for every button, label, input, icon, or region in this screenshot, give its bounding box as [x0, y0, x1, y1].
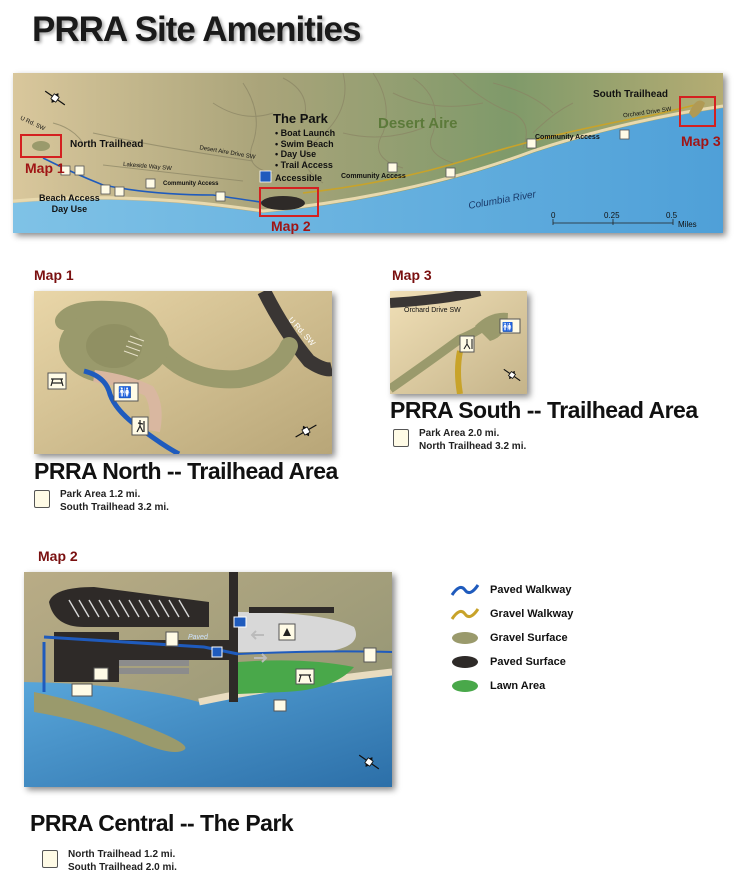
svg-text:🚻: 🚻 [118, 386, 132, 399]
map1-hiker-icon [34, 490, 50, 508]
map2-panel[interactable]: Paved [24, 572, 392, 787]
map2-distance-south: South Trailhead 2.0 mi. [68, 862, 177, 873]
campsite-icon [278, 623, 296, 641]
overview-map[interactable] [13, 73, 723, 233]
accessible-icon-2 [211, 646, 223, 658]
map3-tag: Map 3 [392, 267, 432, 283]
map3-distance-park: Park Area 2.0 mi. [419, 428, 500, 439]
map3-panel[interactable]: 🚻 Orchard Drive SW [390, 291, 527, 394]
hiker-icon [165, 631, 179, 647]
map1-distance-south: South Trailhead 3.2 mi. [60, 502, 169, 513]
map2-distance-north: North Trailhead 1.2 mi. [68, 849, 176, 860]
map3-distances: Park Area 2.0 mi. North Trailhead 3.2 mi… [419, 427, 526, 453]
compass-icon [503, 368, 521, 382]
compass-icon [295, 424, 317, 438]
page-title: PRRA Site Amenities [32, 10, 361, 49]
map2-paved-label: Paved [188, 634, 208, 641]
hiker-icon-east [363, 647, 377, 663]
compass-icon [358, 754, 380, 770]
hiker-icon [459, 335, 475, 353]
legend-paved-surface: Paved Surface [450, 653, 566, 671]
hiker-icon [131, 416, 149, 436]
swim-icon [273, 699, 287, 712]
legend-gravel-walkway: Gravel Walkway [450, 605, 573, 623]
gravel-surface-swatch [452, 632, 478, 644]
paved-surface-swatch [452, 656, 478, 668]
restroom-icon [71, 683, 93, 697]
compass-icon [44, 90, 66, 106]
map3-distance-north: North Trailhead 3.2 mi. [419, 441, 527, 452]
paved-walkway-swatch [450, 584, 480, 596]
legend-paved-walkway: Paved Walkway [450, 581, 572, 599]
legend-gravel-surface: Gravel Surface [450, 629, 568, 647]
lawn-area-swatch [452, 680, 478, 692]
picnic-icon-west [93, 667, 109, 681]
svg-text:🚻: 🚻 [502, 321, 513, 332]
map3-locator-box [679, 96, 716, 127]
map3-road-label: Orchard Drive SW [404, 307, 461, 314]
map2-title: PRRA Central -- The Park [30, 810, 294, 836]
restroom-icon: 🚻 [499, 318, 521, 334]
legend-lawn-area: Lawn Area [450, 677, 545, 695]
map2-locator-box [259, 187, 319, 217]
map1-title: PRRA North -- Trailhead Area [34, 458, 338, 484]
map1-distances: Park Area 1.2 mi. South Trailhead 3.2 mi… [60, 488, 169, 514]
map1-distance-park: Park Area 1.2 mi. [60, 489, 141, 500]
map2-hiker-icon [42, 850, 58, 868]
gravel-walkway-swatch [450, 608, 480, 620]
map1-panel[interactable]: 🚻 U Rd. SW [34, 291, 332, 454]
accessible-icon [233, 616, 247, 628]
map3-hiker-icon [393, 429, 409, 447]
picnic-icon [47, 372, 67, 390]
map3-title: PRRA South -- Trailhead Area [390, 397, 698, 423]
map2-distances: North Trailhead 1.2 mi. South Trailhead … [68, 848, 177, 874]
map1-tag: Map 1 [34, 267, 74, 283]
picnic-icon [295, 668, 315, 685]
map1-locator-box [20, 134, 62, 158]
map2-tag: Map 2 [38, 548, 78, 564]
restroom-icon: 🚻 [113, 382, 139, 402]
scale-bar [552, 219, 674, 225]
